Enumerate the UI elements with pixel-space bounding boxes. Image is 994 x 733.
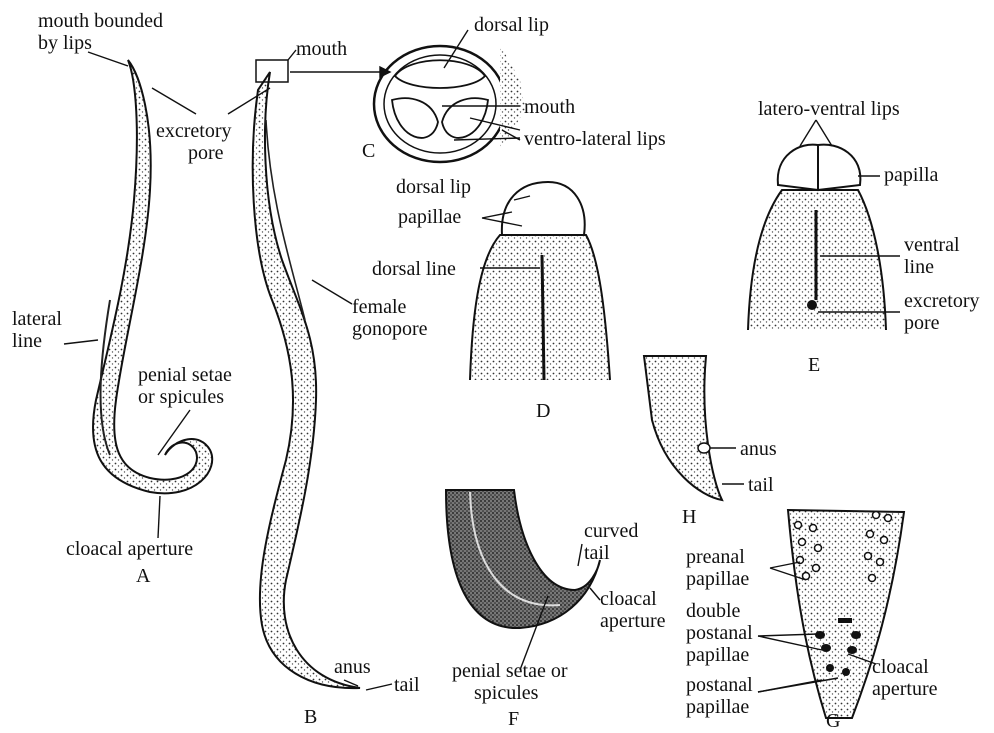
label-lateral: lateral xyxy=(12,308,62,330)
label-ventro-lateral-lips: ventro-lateral lips xyxy=(524,128,666,150)
label-cloacal-g: cloacal xyxy=(872,656,929,678)
label-excretory-e: excretory xyxy=(904,290,980,312)
label-excretory: excretory xyxy=(156,120,232,142)
label-gonopore: gonopore xyxy=(352,318,428,340)
figure-h-female-tail xyxy=(644,356,722,500)
label-line: line xyxy=(12,330,42,352)
label-papillae-g3: papillae xyxy=(686,696,749,718)
label-dorsal-lip-c: dorsal lip xyxy=(474,14,549,36)
figure-label-g: G xyxy=(826,710,840,733)
label-aperture-g: aperture xyxy=(872,678,938,700)
figure-label-e: E xyxy=(808,354,820,377)
label-dorsal-lip-d: dorsal lip xyxy=(396,176,471,198)
label-pore: pore xyxy=(188,142,224,164)
figure-label-a: A xyxy=(136,565,150,588)
figure-c-enface xyxy=(374,45,525,162)
label-line-e: line xyxy=(904,256,934,278)
label-penial-setae: penial setae xyxy=(138,364,232,386)
label-female: female xyxy=(352,296,406,318)
label-mouth-c: mouth xyxy=(524,96,575,118)
label-papilla: papilla xyxy=(884,164,938,186)
figure-b-worm xyxy=(253,60,360,688)
label-papillae-g2: papillae xyxy=(686,644,749,666)
figure-label-h: H xyxy=(682,506,696,529)
label-ventral: ventral xyxy=(904,234,960,256)
label-mouth-bounded: mouth bounded xyxy=(38,10,163,32)
label-penial-setae-or: penial setae or xyxy=(452,660,568,682)
label-tail-h: tail xyxy=(748,474,774,496)
label-curved: curved xyxy=(584,520,638,542)
label-papillae-g1: papillae xyxy=(686,568,749,590)
figure-f-male-tail xyxy=(446,490,600,628)
figure-e-anterior-ventral xyxy=(748,145,886,330)
label-tail-f: tail xyxy=(584,542,610,564)
label-pore-e: pore xyxy=(904,312,940,334)
label-aperture-f: aperture xyxy=(600,610,666,632)
label-postanal-g2: postanal xyxy=(686,674,753,696)
label-double: double xyxy=(686,600,740,622)
figure-label-f: F xyxy=(508,708,519,731)
figure-label-d: D xyxy=(536,400,550,423)
label-mouth: mouth xyxy=(296,38,347,60)
label-cloacal-aperture: cloacal aperture xyxy=(66,538,193,560)
label-postanal-g1: postanal xyxy=(686,622,753,644)
figure-label-b: B xyxy=(304,706,317,729)
label-spicules-f: spicules xyxy=(474,682,538,704)
label-or-spicules: or spicules xyxy=(138,386,224,408)
label-preanal: preanal xyxy=(686,546,745,568)
label-papillae-d: papillae xyxy=(398,206,461,228)
label-by-lips: by lips xyxy=(38,32,92,54)
label-dorsal-line: dorsal line xyxy=(372,258,456,280)
figure-d-anterior-dorsal xyxy=(470,182,610,380)
label-latero-ventral-lips: latero-ventral lips xyxy=(758,98,900,120)
label-anus-h: anus xyxy=(740,438,777,460)
label-tail-b: tail xyxy=(394,674,420,696)
label-anus-b: anus xyxy=(334,656,371,678)
label-cloacal-f: cloacal xyxy=(600,588,657,610)
figure-label-c: C xyxy=(362,140,375,163)
